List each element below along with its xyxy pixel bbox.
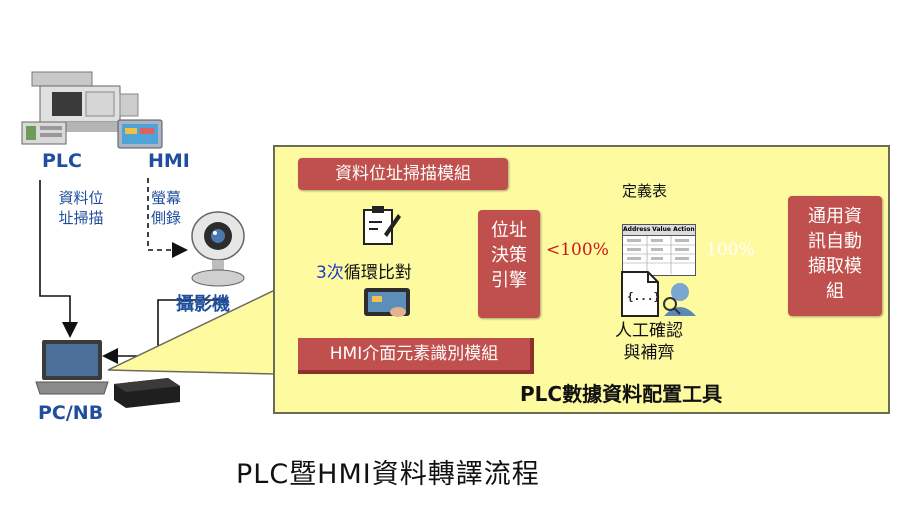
hmi-recognition-module: HMI介面元素識別模組: [298, 338, 534, 374]
camera-to-pc-connector: [102, 299, 228, 364]
cnc-machine-icon: [22, 70, 142, 148]
definition-table: Address Value Action: [622, 224, 696, 276]
manual-confirm-label: 人工確認 與補齊: [615, 321, 683, 363]
laptop-icon: [34, 338, 110, 400]
hmi-panel-icon: [116, 118, 164, 150]
loop-compare-text: 循環比對: [343, 263, 412, 283]
webcam-icon: [180, 206, 258, 290]
hmi-label: HMI: [148, 150, 190, 172]
loop-compare-label: 3次循環比對: [316, 258, 412, 283]
definition-table-header: Address Value Action: [623, 225, 695, 236]
below-threshold-label: <100%: [546, 240, 609, 260]
hmi-to-camera-connector: [147, 178, 188, 258]
tool-title: PLC數據資料配置工具: [520, 382, 723, 406]
decision-engine-box: 位址 決策 引擎: [478, 210, 540, 318]
clipboard-icon: [358, 204, 402, 248]
full-threshold-label: 100%: [706, 240, 755, 260]
auto-extract-module: 通用資 訊自動 擷取模 組: [788, 196, 882, 316]
table-header-action: Action: [673, 226, 695, 233]
diagram-caption: PLC暨HMI資料轉譯流程: [236, 459, 540, 490]
table-header-value: Value: [652, 226, 671, 233]
plc-label: PLC: [42, 150, 82, 172]
tablet-icon: [362, 284, 412, 320]
table-body-grid: [623, 236, 695, 274]
manual-confirm-icon: {...}: [618, 270, 698, 320]
loop-count: 3次: [316, 263, 344, 283]
plc-scan-note: 資料位 址掃描: [58, 189, 104, 227]
mini-pc-icon: [112, 374, 182, 410]
definition-table-title: 定義表: [622, 182, 668, 200]
camera-label: 攝影機: [176, 294, 230, 315]
plc-to-pc-connector: [39, 180, 78, 338]
hmi-record-note: 螢幕 側錄: [150, 189, 181, 227]
address-scan-module: 資料位址掃描模組: [298, 158, 508, 190]
pcnb-label: PC/NB: [38, 402, 104, 424]
plc-unit-icon: [20, 118, 68, 148]
svg-text:{...}: {...}: [627, 290, 660, 303]
table-header-address: Address: [623, 226, 651, 233]
